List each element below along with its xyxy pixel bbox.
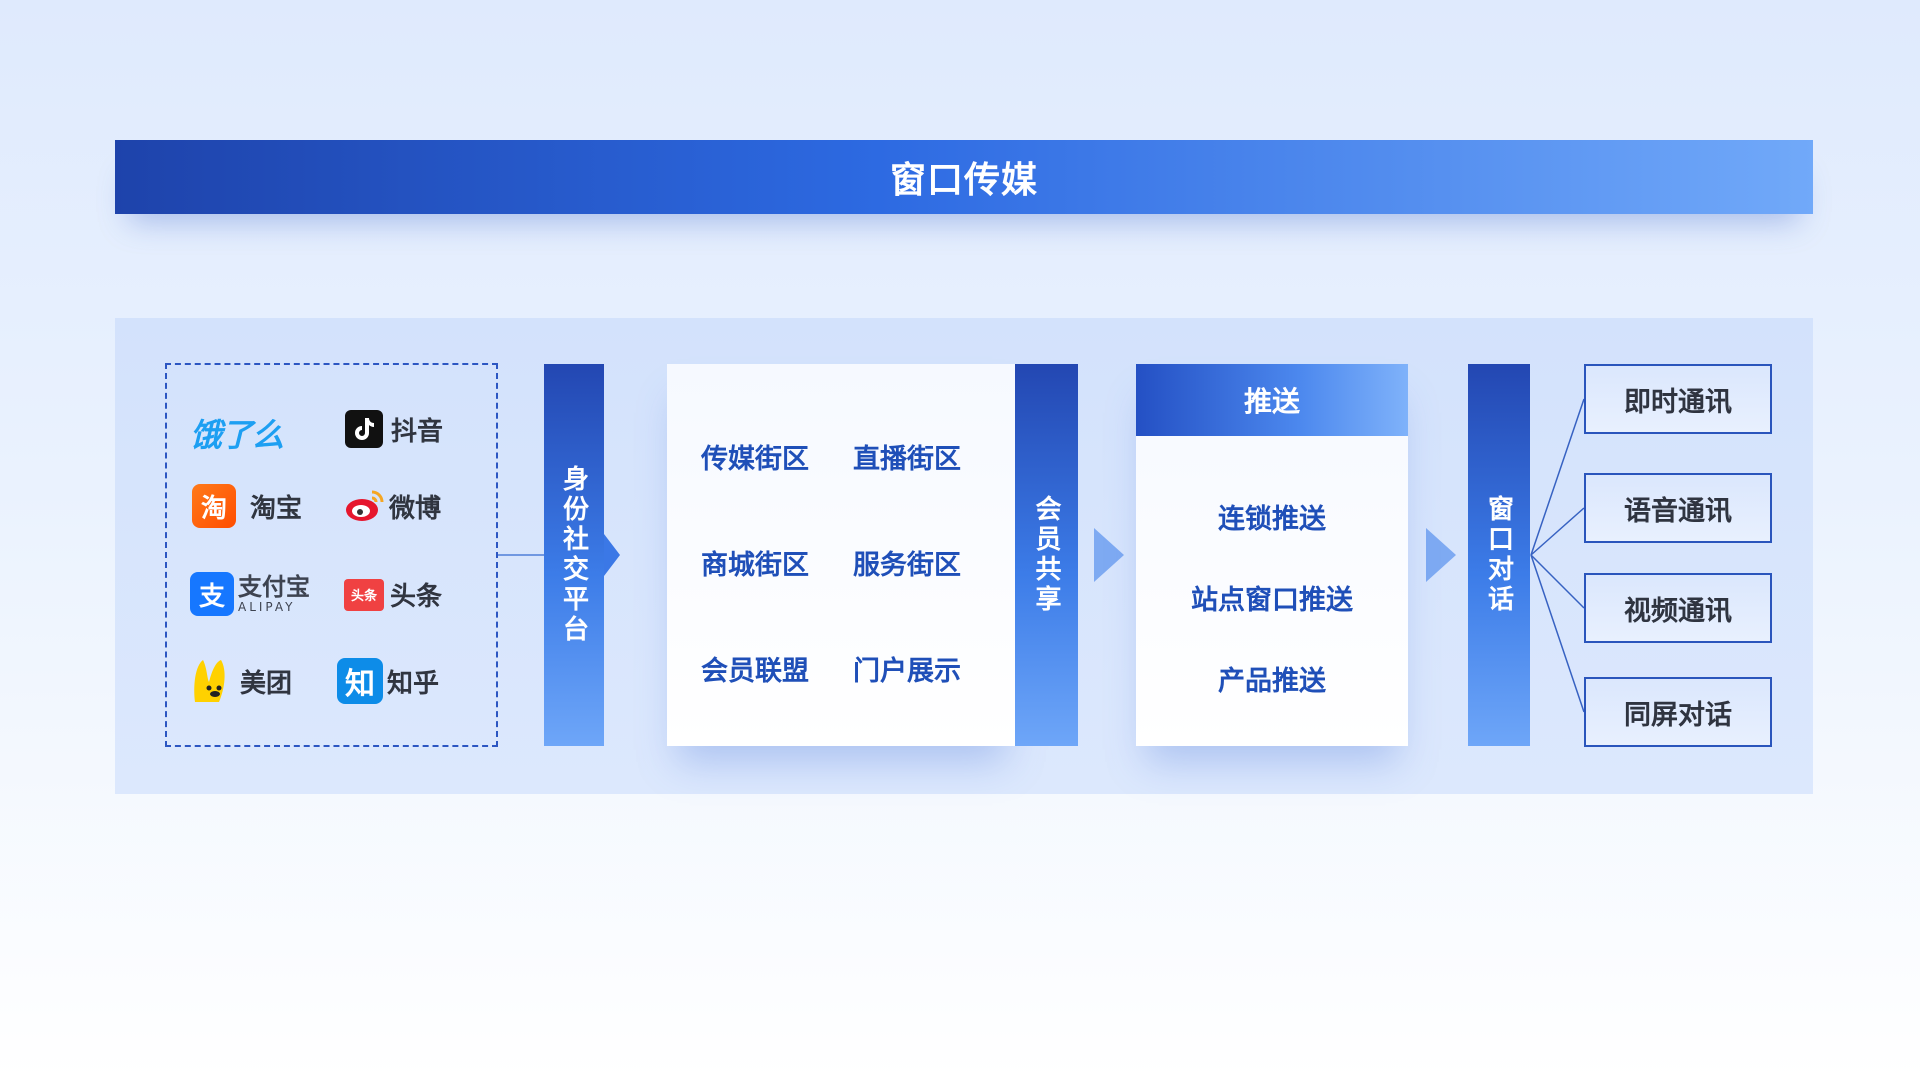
comm-voice: 语音通讯 (1584, 473, 1772, 543)
app-toutiao: 头条 头条 (344, 576, 442, 613)
eleme-logo: 饿了么 (190, 416, 284, 454)
app-weibo: 微博 (343, 484, 441, 528)
district-item: 商城街区 (701, 550, 809, 581)
member-share-bar: 会员共享 (1015, 364, 1078, 746)
push-item: 站点窗口推送 (1191, 585, 1353, 616)
app-zhihu: 知 知乎 (337, 658, 439, 704)
app-alipay: 支 支付宝 ALIPAY (190, 572, 310, 616)
identity-social-platform-bar: 身份社交平台 (544, 364, 604, 746)
push-header: 推送 (1136, 364, 1408, 436)
zhihu-icon: 知 (337, 658, 383, 704)
meituan-icon (188, 656, 236, 706)
app-douyin: 抖音 (345, 410, 443, 448)
district-item: 门户展示 (853, 656, 961, 687)
arrow-right-icon (1426, 528, 1456, 582)
district-item: 会员联盟 (701, 656, 809, 687)
toutiao-icon: 头条 (344, 578, 384, 611)
district-item: 直播街区 (853, 444, 961, 475)
douyin-icon (345, 410, 383, 448)
app-meituan: 美团 (188, 656, 292, 706)
branch-line (1530, 507, 1585, 556)
district-item: 传媒街区 (701, 444, 809, 475)
push-item: 产品推送 (1218, 666, 1326, 697)
page-title: 窗口传媒 (889, 160, 1038, 201)
districts-card (667, 364, 1015, 746)
arrow-right-icon (590, 534, 620, 576)
branch-line (1530, 554, 1585, 713)
apps-group (165, 363, 498, 747)
alipay-icon: 支 (190, 572, 234, 616)
alipay-wordmark: 支付宝 ALIPAY (238, 573, 310, 614)
comm-video: 视频通讯 (1584, 573, 1772, 643)
window-dialog-bar: 窗口对话 (1468, 364, 1530, 746)
title-banner: 窗口传媒 (115, 140, 1813, 214)
app-eleme: 饿了么 (190, 410, 284, 456)
comm-instant-messaging: 即时通讯 (1584, 364, 1772, 434)
app-taobao: 淘 淘宝 (192, 484, 302, 528)
branch-line (1530, 398, 1585, 556)
branch-line (1530, 554, 1585, 609)
district-item: 服务街区 (853, 550, 961, 581)
weibo-icon (343, 484, 387, 528)
arrow-right-icon (1094, 528, 1124, 582)
push-item: 连锁推送 (1218, 504, 1326, 535)
taobao-icon: 淘 (192, 484, 236, 528)
comm-screen-share: 同屏对话 (1584, 677, 1772, 747)
